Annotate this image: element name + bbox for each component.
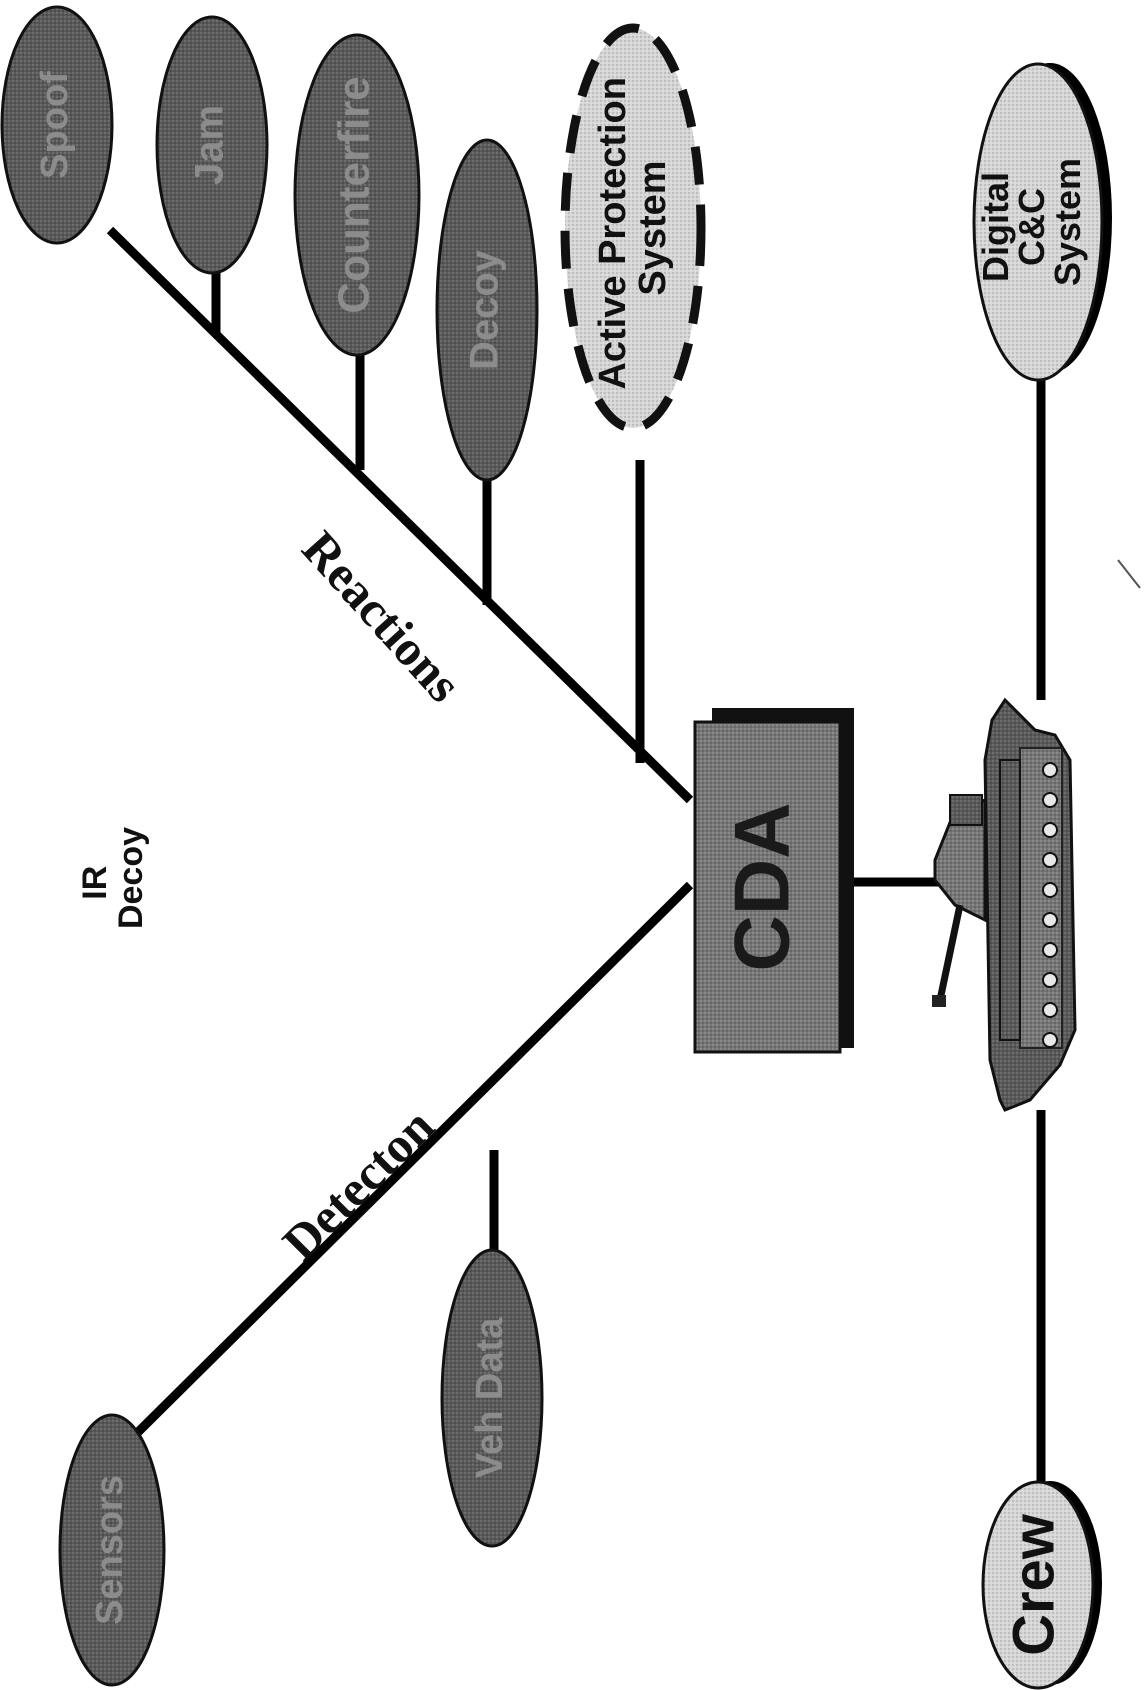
node-sensors: Sensors [58,1413,166,1687]
node-label-veh-data: Veh Data [469,1317,511,1478]
node-label-spoof: Spoof [34,71,76,179]
node-active-protection-system: Active Protection System [560,23,706,433]
node-label-counterfire: Counterfire [330,76,379,313]
node-digital-cc-system: Digital C&C System [972,62,1112,382]
node-label-decoy: Decoy [463,249,507,370]
c2-label-line3: System [1047,158,1088,286]
node-veh-data: Veh Data [440,1248,544,1548]
svg-text:Active Protection System: Active Protection System [592,66,674,389]
svg-text:IR Decoy: IR Decoy [76,827,150,929]
node-crew: Crew [981,1480,1102,1690]
reactions-branch-line [106,226,694,804]
node-label-crew: Crew [1001,1513,1066,1656]
c2-label-line2: C&C [1011,188,1052,266]
aps-label-line1: Active Protection [592,77,634,390]
ir-decoy-line2: Decoy [112,827,150,929]
reactions-branch-label: Reactions [292,520,473,712]
node-counterfire: Counterfire [293,33,421,357]
cda-label: CDA [718,803,806,972]
node-label-sensors: Sensors [89,1475,131,1625]
node-spoof: Spoof [0,5,114,245]
tank-icon [932,697,1077,1112]
cda-box: CDA [693,708,854,1054]
svg-text:Digital C&C System: Digital C&C System [975,158,1088,286]
aps-label-line2: System [632,160,674,295]
node-label-jam: Jam [188,105,232,185]
c2-label-line1: Digital [975,172,1016,282]
node-jam: Jam [155,15,269,275]
connector-lines [106,226,1046,1500]
ir-decoy-line1: IR [76,866,114,900]
detection-branch-label: Detecton [272,1097,445,1270]
detection-branch-line [126,881,694,1444]
scan-mark [1117,559,1141,589]
node-decoy: Decoy [435,138,539,482]
